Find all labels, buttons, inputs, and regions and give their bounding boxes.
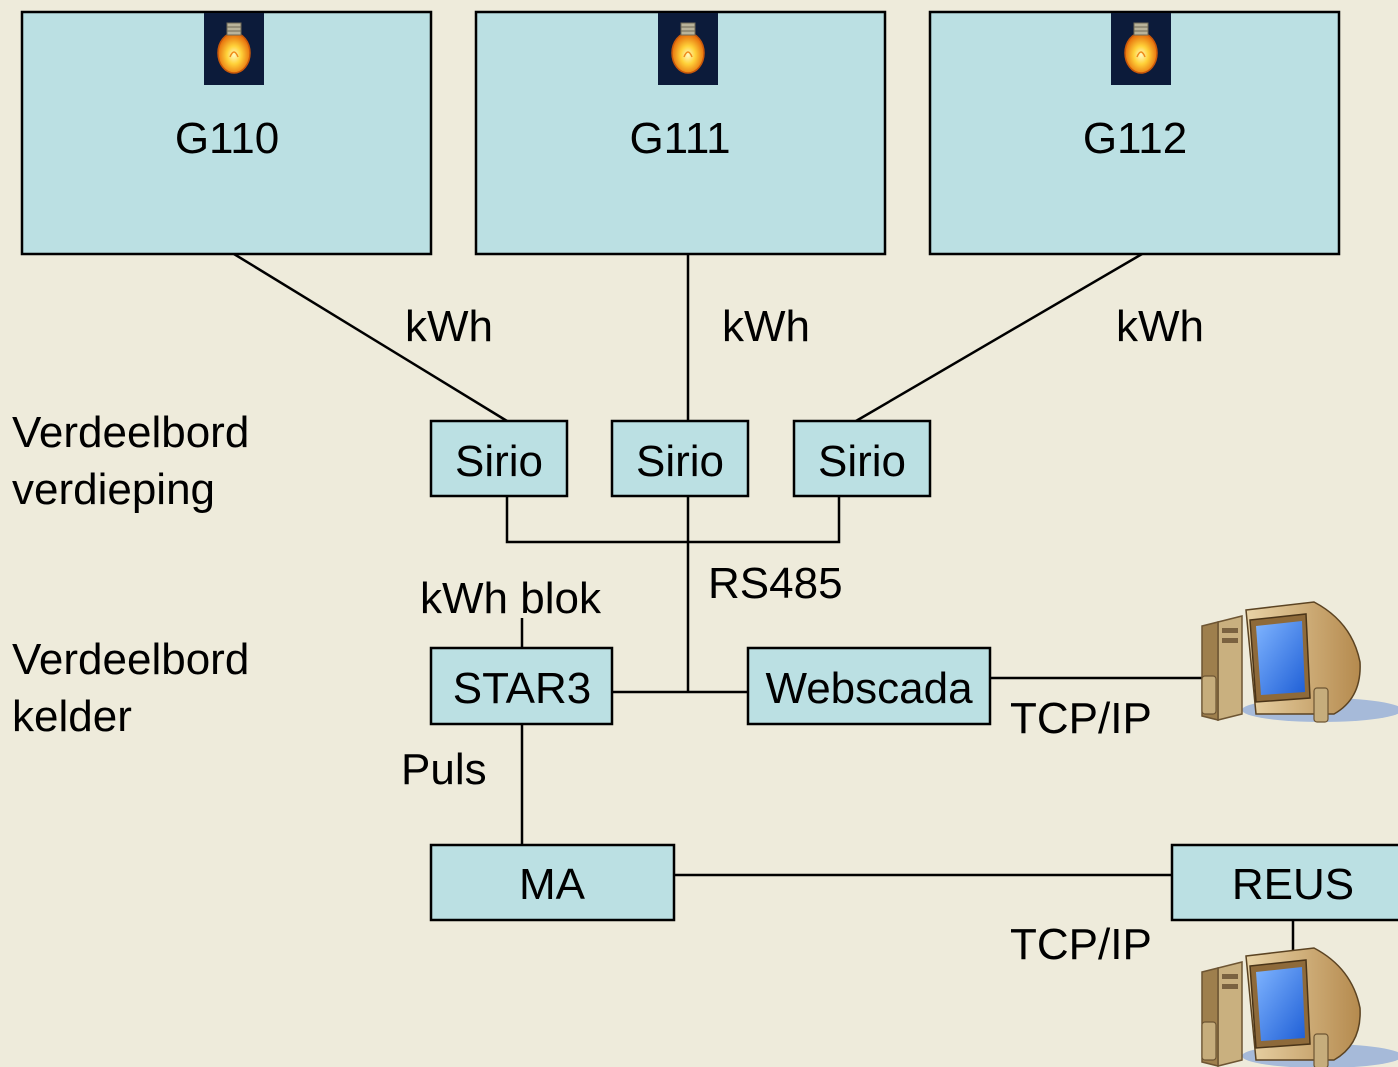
kwh-blok-label: kWh blok — [420, 574, 602, 623]
kwh-label: kWh — [1116, 302, 1204, 351]
wire-rs485-bus — [505, 496, 841, 544]
section-floor-line2: verdieping — [12, 465, 215, 514]
device-sirio-3: Sirio — [792, 419, 932, 498]
device-label: STAR3 — [453, 664, 592, 713]
kwh-label: kWh — [405, 302, 493, 351]
tcpip-label: TCP/IP — [1010, 920, 1152, 969]
computer-icon — [1201, 947, 1398, 1067]
device-sirio-2: Sirio — [610, 419, 750, 498]
device-label: Sirio — [455, 437, 543, 486]
computer-icon — [1201, 601, 1398, 723]
device-label: Sirio — [636, 437, 724, 486]
device-reus: REUS — [1170, 843, 1398, 922]
room-label: G112 — [1083, 114, 1187, 163]
section-basement-line2: kelder — [12, 692, 132, 741]
device-sirio-1: Sirio — [429, 419, 569, 498]
device-webscada: Webscada — [746, 646, 992, 726]
room-label: G110 — [175, 114, 279, 163]
light-bulb-icon — [657, 12, 719, 86]
kwh-label: kWh — [722, 302, 810, 351]
room-g111: G111 — [474, 10, 887, 256]
room-g110: G110 — [20, 10, 433, 256]
light-bulb-icon — [1110, 12, 1172, 86]
room-g112: G112 — [928, 10, 1341, 256]
device-ma: MA — [429, 843, 676, 922]
device-label: Sirio — [818, 437, 906, 486]
wire-g112-sirio — [855, 252, 1143, 423]
device-label: REUS — [1232, 860, 1354, 909]
light-bulb-icon — [203, 12, 265, 86]
wire-g110-sirio — [233, 252, 508, 423]
room-label: G111 — [629, 114, 730, 163]
device-label: Webscada — [765, 664, 973, 713]
puls-label: Puls — [401, 745, 487, 794]
section-basement-line1: Verdeelbord — [12, 635, 249, 684]
device-star3: STAR3 — [429, 646, 614, 726]
rs485-label: RS485 — [708, 559, 843, 608]
tcpip-label: TCP/IP — [1010, 694, 1152, 743]
device-label: MA — [519, 860, 586, 909]
section-floor-line1: Verdeelbord — [12, 408, 249, 457]
